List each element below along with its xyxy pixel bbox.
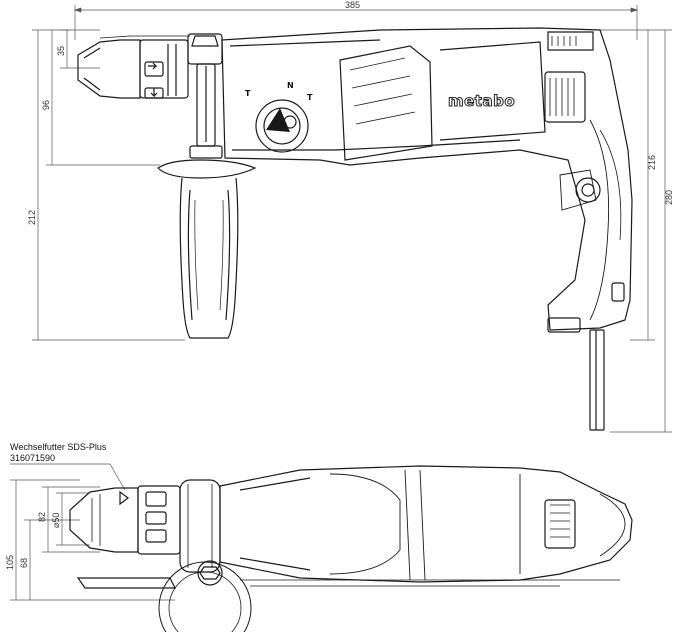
chuck-side	[77, 35, 190, 99]
top-view-tool: 105 68 82 ⌀50	[5, 465, 633, 632]
dim-chuck-diameter-label: ⌀50	[51, 513, 61, 528]
dim-height-outer-label: 105	[5, 555, 15, 570]
grip-screw	[575, 177, 601, 203]
mode-selector	[255, 99, 309, 153]
depth-stop-rod	[589, 329, 605, 431]
housing-side	[221, 27, 633, 333]
side-handle	[157, 33, 257, 339]
dim-axis-height-label: 96	[41, 100, 51, 110]
dim-grip-depth-label: 212	[27, 210, 37, 225]
dim-right-verticals	[600, 29, 672, 433]
dim-rear-height-label: 216	[647, 155, 657, 170]
brand-logo: metabo	[448, 92, 516, 111]
dim-height-inner-label: 68	[19, 558, 29, 568]
grip-screw-inner	[581, 183, 595, 197]
dim-width-label: 82	[37, 512, 47, 522]
svg-text:metabo: metabo	[448, 92, 515, 110]
dim-overall-length-label: 385	[345, 0, 360, 10]
side-view: 385 35 96 212 216 280	[27, 0, 674, 433]
dim-left-verticals	[32, 29, 185, 341]
mode-label-3: T	[307, 93, 313, 102]
accessory-number: 316071590	[10, 453, 55, 463]
dim-chuck-height-label: 35	[56, 46, 66, 56]
dim-overall-length	[73, 5, 639, 40]
mode-label-2: N	[287, 81, 294, 90]
housing-top	[219, 465, 633, 587]
chuck-top	[69, 485, 181, 555]
accessory-name: Wechselfutter SDS-Plus	[10, 442, 107, 452]
dim-bottom-verticals	[10, 479, 175, 601]
mode-label-1: T	[245, 89, 251, 98]
dim-total-height-label: 280	[664, 190, 674, 205]
side-handle-top	[76, 479, 252, 632]
accessory-pointer	[109, 463, 126, 491]
